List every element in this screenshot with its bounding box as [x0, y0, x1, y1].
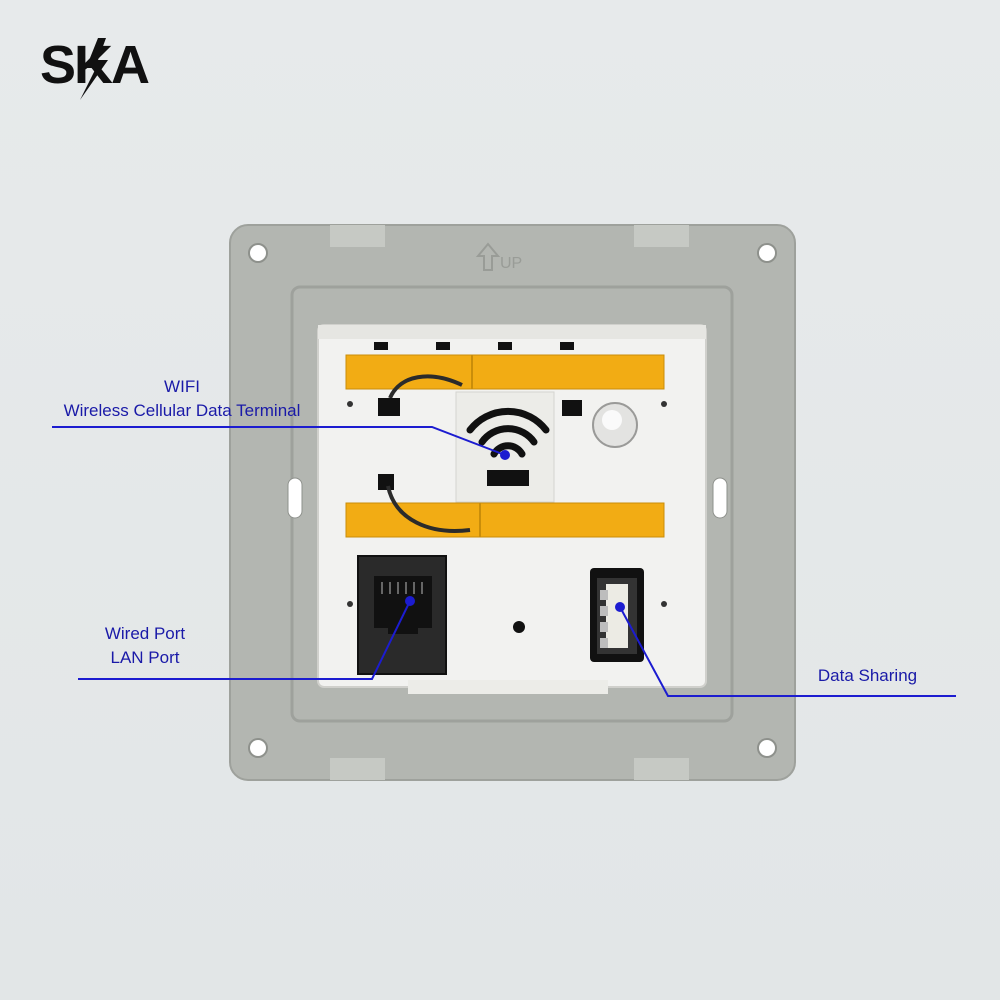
wifi-label: WIFI Wireless Cellular Data Terminal	[52, 375, 312, 423]
up-marking: UP	[500, 255, 522, 272]
lan-label: Wired Port LAN Port	[80, 622, 210, 670]
wifi-label-subtitle: Wireless Cellular Data Terminal	[63, 401, 301, 420]
lan-label-title: Wired Port	[104, 624, 186, 643]
screw-hole	[248, 738, 268, 758]
lan-label-subtitle: LAN Port	[110, 648, 180, 667]
up-arrow-icon	[475, 242, 501, 271]
screw-hole	[757, 738, 777, 758]
screw-hole	[248, 243, 268, 263]
screw-hole	[757, 243, 777, 263]
usb-label-title: Data Sharing	[817, 666, 918, 685]
lightning-bolt-icon	[80, 38, 108, 100]
usb-label: Data Sharing	[800, 664, 935, 688]
brand-logo: SKA	[40, 30, 185, 100]
wifi-label-title: WIFI	[164, 377, 200, 396]
